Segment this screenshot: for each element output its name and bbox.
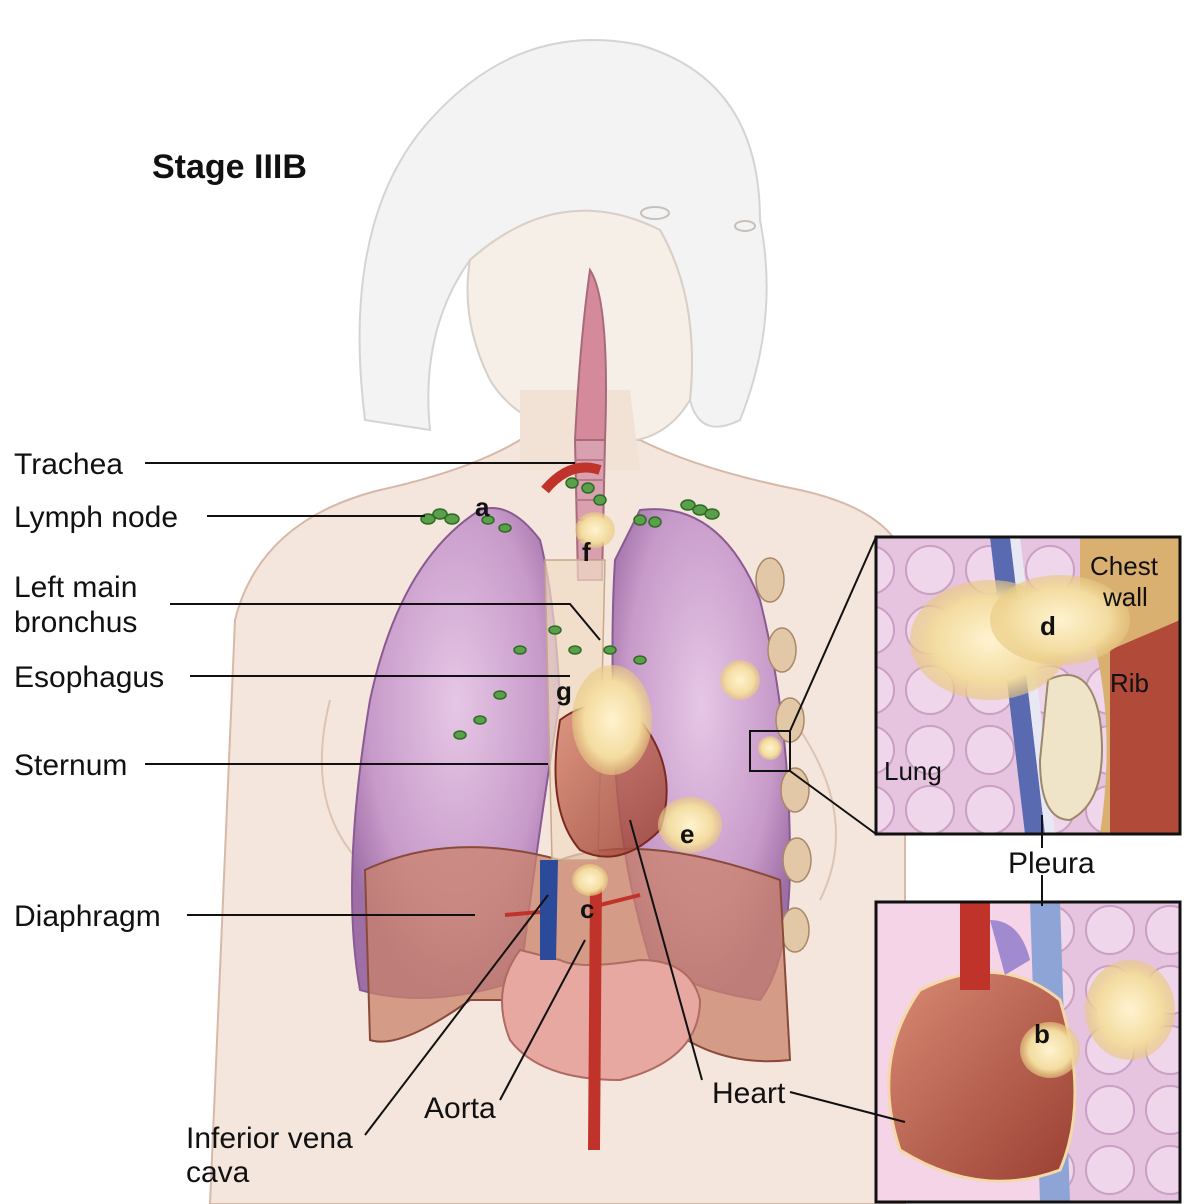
tumor-g: [572, 665, 652, 775]
tumor-f: [575, 512, 615, 548]
label-aorta: Aorta: [424, 1092, 496, 1125]
tumor-c: [572, 864, 608, 896]
label-lymph-node: Lymph node: [14, 501, 178, 534]
label-inferior-vena-cava-1: Inferior vena: [186, 1122, 353, 1155]
label-left-main-bronchus-2: bronchus: [14, 606, 137, 639]
letter-d: d: [1040, 611, 1056, 641]
inset-label-lung: Lung: [884, 756, 942, 786]
inferior-vena-cava: [540, 860, 558, 960]
diagram-title: Stage IIIB: [152, 148, 307, 186]
label-heart: Heart: [712, 1077, 786, 1110]
inset-heart: [876, 902, 1180, 1202]
letter-g: g: [556, 676, 572, 706]
label-left-main-bronchus-1: Left main: [14, 571, 137, 604]
inset-label-chest-1: Chest: [1090, 551, 1159, 581]
label-pleura: Pleura: [1008, 847, 1095, 880]
letter-e: e: [680, 819, 694, 849]
label-esophagus: Esophagus: [14, 661, 164, 694]
tumor-edge: [758, 736, 782, 760]
letter-f: f: [582, 537, 591, 567]
inset-label-chest-2: wall: [1102, 582, 1148, 612]
tumor-upper-left: [720, 660, 760, 700]
label-diaphragm: Diaphragm: [14, 900, 161, 933]
inset-label-rib: Rib: [1110, 668, 1149, 698]
label-sternum: Sternum: [14, 749, 127, 782]
letter-c: c: [580, 894, 594, 924]
label-trachea: Trachea: [14, 448, 123, 481]
label-inferior-vena-cava-2: cava: [186, 1156, 250, 1189]
letter-b: b: [1034, 1019, 1050, 1049]
letter-a: a: [475, 492, 490, 522]
